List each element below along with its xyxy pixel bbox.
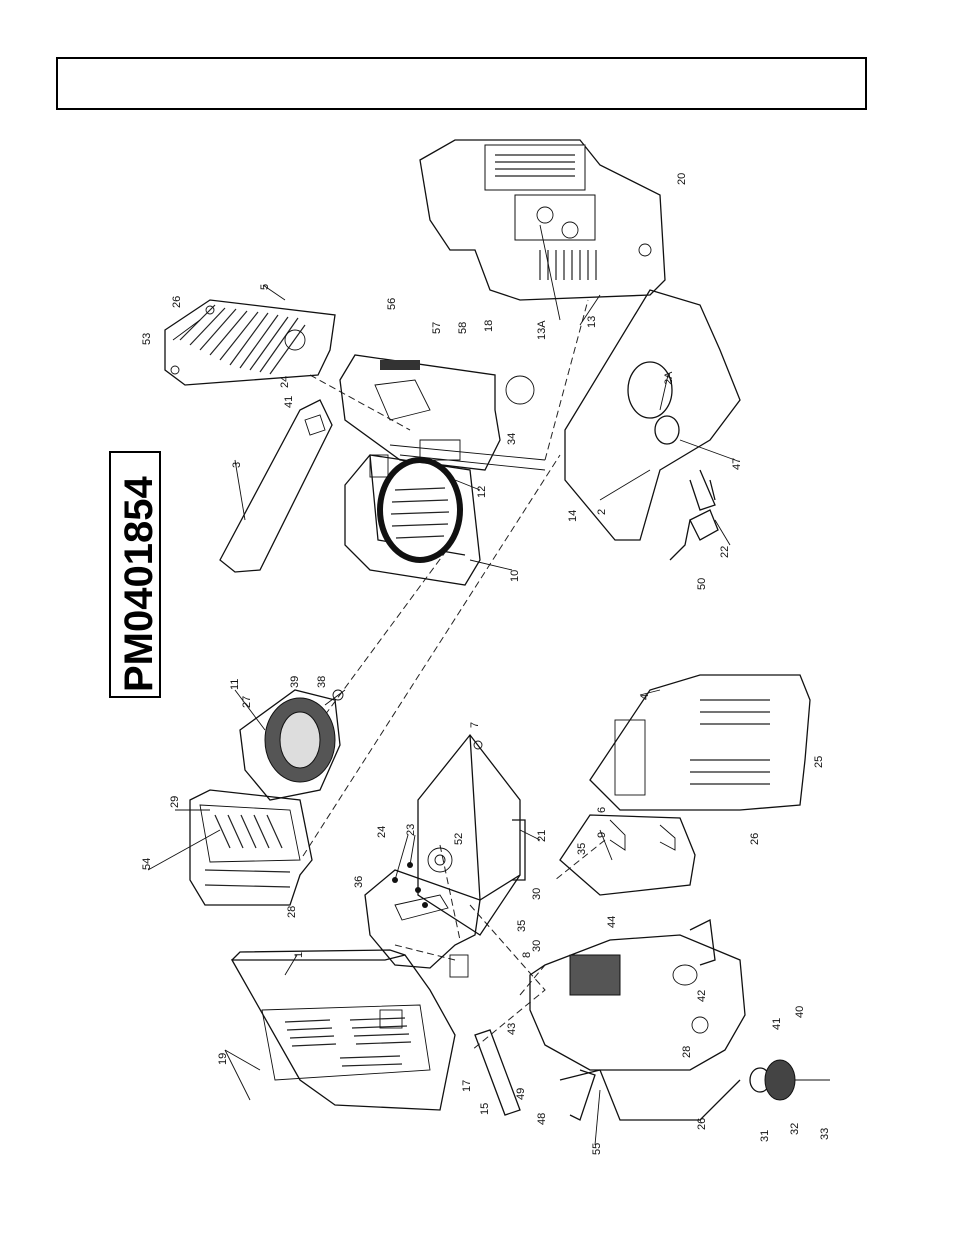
label-25: 25 <box>813 756 825 768</box>
label-44: 44 <box>606 916 618 928</box>
label-5: 5 <box>259 284 271 290</box>
label-36: 36 <box>353 876 365 888</box>
label-13a: 13A <box>536 320 548 340</box>
label-24b: 24 <box>279 376 291 388</box>
label-19: 19 <box>217 1053 229 1065</box>
control-bracket-part-12 <box>339 354 546 471</box>
part-number-text: PM0401854 <box>117 476 161 692</box>
frame-part-10 <box>344 454 481 586</box>
side-panel-part-1 <box>230 949 456 1111</box>
label-41a: 41 <box>771 1018 783 1030</box>
label-23: 23 <box>405 824 417 836</box>
label-39: 39 <box>289 676 301 688</box>
label-31: 31 <box>759 1130 771 1142</box>
label-52: 52 <box>453 833 465 845</box>
label-2: 2 <box>596 509 608 515</box>
label-4: 4 <box>639 694 651 700</box>
label-30b: 30 <box>531 940 543 952</box>
fuel-line-part-50 <box>669 479 716 561</box>
fan-shroud-part-29 <box>189 789 313 906</box>
label-8: 8 <box>521 952 533 958</box>
handle-part-3 <box>219 399 333 573</box>
label-28a: 28 <box>286 906 298 918</box>
label-27: 27 <box>241 696 253 708</box>
bracket-part-36 <box>364 869 481 978</box>
label-40: 40 <box>794 1006 806 1018</box>
label-42: 42 <box>696 990 708 1002</box>
label-24a: 24 <box>376 826 388 838</box>
label-53: 53 <box>141 333 153 345</box>
label-49: 49 <box>515 1088 527 1100</box>
label-58: 58 <box>457 322 469 334</box>
label-26b: 26 <box>749 833 761 845</box>
muffler-part-9 <box>559 814 696 896</box>
label-10: 10 <box>509 570 521 582</box>
base-cover-part-2 <box>564 289 741 541</box>
leader-lines <box>147 224 736 1146</box>
label-20: 20 <box>676 173 688 185</box>
label-35b: 35 <box>516 920 528 932</box>
label-26a: 26 <box>171 296 183 308</box>
rubber-foot-parts-31-33 <box>749 1059 830 1101</box>
label-13: 13 <box>586 316 598 328</box>
strip-part-17 <box>474 1029 596 1121</box>
label-11: 11 <box>229 679 241 690</box>
label-26c: 26 <box>696 1118 708 1130</box>
rotor-part-11 <box>239 689 346 801</box>
label-15: 15 <box>479 1103 491 1115</box>
label-6: 6 <box>596 807 608 813</box>
engine-part-8 <box>529 919 746 1121</box>
label-34: 34 <box>506 433 518 445</box>
front-grille-part-4 <box>589 674 811 811</box>
label-18: 18 <box>483 320 495 332</box>
assembly-lines <box>302 299 606 1051</box>
top-cover-part-13 <box>419 139 666 301</box>
label-54: 54 <box>141 858 153 870</box>
label-38: 38 <box>316 676 328 688</box>
label-14: 14 <box>567 510 579 522</box>
label-41b: 41 <box>283 396 295 408</box>
label-2a: 2A <box>663 371 675 385</box>
label-35a: 35 <box>576 843 588 855</box>
label-33: 33 <box>819 1128 831 1140</box>
label-30a: 30 <box>531 888 543 900</box>
rear-grille-part-5 <box>164 299 336 386</box>
label-28b: 28 <box>681 1046 693 1058</box>
label-47: 47 <box>731 458 743 470</box>
label-3: 3 <box>231 462 243 468</box>
label-22: 22 <box>719 546 731 558</box>
label-29: 29 <box>169 796 181 808</box>
label-7: 7 <box>469 722 481 728</box>
base-plate-part-7 <box>417 733 526 936</box>
label-12: 12 <box>476 486 488 498</box>
label-21: 21 <box>536 830 548 842</box>
label-43: 43 <box>506 1023 518 1035</box>
hardware-parts-23-24 <box>392 834 428 908</box>
part-labels: 1 2 2A 3 4 5 6 7 8 9 10 11 12 13 13A 14 … <box>141 173 831 1155</box>
label-48: 48 <box>536 1113 548 1125</box>
header-box <box>56 57 867 110</box>
label-17: 17 <box>461 1080 473 1092</box>
label-56: 56 <box>386 298 398 310</box>
label-1: 1 <box>293 952 305 958</box>
label-50: 50 <box>696 578 708 590</box>
label-32: 32 <box>789 1123 801 1135</box>
part-number-box: PM0401854 <box>109 451 161 698</box>
label-55: 55 <box>591 1143 603 1155</box>
label-57: 57 <box>431 322 443 334</box>
